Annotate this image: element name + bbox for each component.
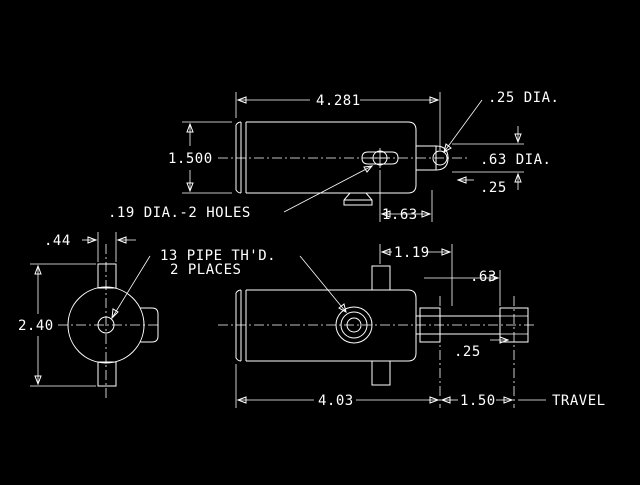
dim-arrowhead-2 (456, 176, 467, 184)
end-top-port (97, 263, 117, 289)
dim-line-10 (283, 165, 373, 213)
dim-arrowheads-4 (380, 210, 432, 218)
side-port-outer (335, 306, 373, 344)
dim-arrowhead-4 (489, 274, 500, 282)
side-port-ring (340, 311, 368, 339)
top-mount-slot (361, 151, 399, 165)
top-body-outline (246, 121, 417, 194)
dim-port-offset: 1.63 (382, 207, 418, 223)
dim-arrowhead-3 (363, 165, 374, 173)
dim-arrowheads-7 (380, 248, 452, 256)
dim-arrowheads-9 (440, 396, 514, 404)
dim-arrowheads-5 (87, 236, 127, 244)
dim-clevis-offset: .25 (480, 180, 507, 196)
side-rod-2 (419, 307, 441, 343)
side-top-boss (371, 265, 391, 291)
dim-port-spacing: 1.19 (394, 245, 430, 261)
dim-arrowhead-5 (499, 336, 510, 344)
dim-arrowheads-8 (236, 396, 440, 404)
side-view: 1.19 .63 .25 4.03 1.50 TRAVEL 13 PIPE TH… (111, 244, 606, 409)
leader-line (299, 255, 347, 313)
dim-pin-hole: .25 DIA. (488, 90, 559, 106)
dim-body-diameter: 1.500 (168, 151, 213, 167)
top-clevis-pin-hole (432, 150, 448, 166)
side-body-outline (246, 289, 417, 362)
label-travel: TRAVEL (552, 393, 606, 409)
dim-arrowheads-2 (186, 122, 194, 193)
top-endcap-corners (235, 121, 242, 194)
note-mounting-holes: .19 DIA.-2 HOLES (108, 205, 251, 221)
dim-arrowheads-6 (34, 264, 42, 386)
note-ports-line1: 13 PIPE TH'D. (160, 248, 276, 264)
dim-arrowhead (443, 143, 452, 154)
end-bottom-port (97, 361, 117, 387)
end-side-boss (140, 307, 159, 343)
dim-pin-offset: .25 (454, 344, 481, 360)
leader-line-2 (111, 255, 151, 319)
side-bottom-boss (371, 360, 391, 386)
dim-clevis-length: .63 (470, 269, 497, 285)
note-ports-line2: 2 PLACES (170, 262, 241, 278)
dim-arrowheads-3 (514, 133, 522, 183)
dim-height: 2.40 (18, 318, 54, 334)
dim-body-length: 4.03 (318, 393, 354, 409)
end-view: .44 2.40 (18, 232, 159, 400)
dim-arrowhead-6 (338, 303, 347, 314)
dim-port-width: .44 (44, 233, 71, 249)
side-endcap-corners (235, 289, 242, 362)
dim-arrowheads (236, 96, 440, 104)
top-clevis (416, 145, 437, 171)
dim-stroke: 1.50 (460, 393, 496, 409)
side-port-inner (346, 317, 362, 333)
top-port-boss (343, 192, 373, 206)
dim-arrowhead-7 (111, 308, 119, 320)
top-view: 4.281 1.500 .25 DIA. .63 DIA. .25 1.63 .… (108, 90, 559, 223)
dim-line-5 (443, 99, 483, 153)
dim-overall-length: 4.281 (316, 93, 361, 109)
top-clevis-end (435, 145, 449, 171)
dim-clevis-diameter: .63 DIA. (480, 152, 551, 168)
